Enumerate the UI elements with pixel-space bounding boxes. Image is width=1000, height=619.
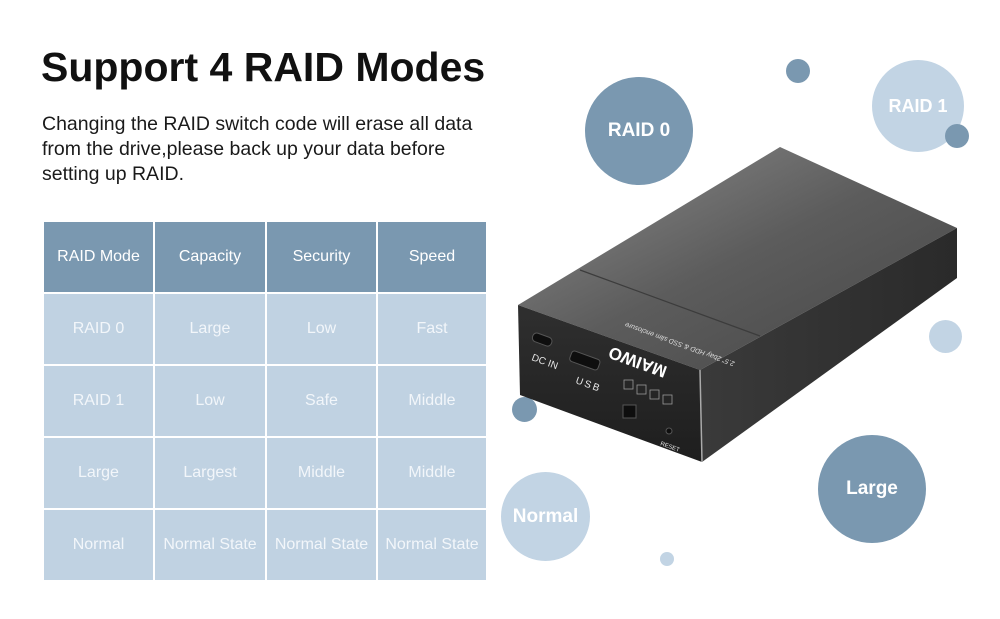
table-cell: Normal State [265, 508, 378, 582]
normal-bubble: Normal [501, 472, 590, 561]
dc-in-label: DC IN [530, 352, 559, 372]
usb-port [569, 350, 601, 371]
table-cell: Low [153, 364, 267, 438]
reset-button-hole [665, 427, 673, 435]
table-cell: Large [153, 292, 267, 366]
raid-mode-table: RAID Mode Capacity Security Speed RAID 0… [42, 220, 488, 582]
small-dot [660, 552, 674, 566]
table-cell: RAID 0 [42, 292, 155, 366]
small-dot [512, 397, 537, 422]
reset-label: RESET [659, 441, 680, 454]
normal-bubble-label: Normal [512, 505, 579, 527]
table-cell: Middle [265, 436, 378, 510]
raid-switch [622, 404, 637, 419]
table-cell: Normal State [376, 508, 488, 582]
small-dot [929, 320, 962, 353]
raid-0-bubble: RAID 0 [585, 77, 693, 185]
table-cell: Normal [42, 508, 155, 582]
table-cell: Middle [376, 364, 488, 438]
table-row: Normal Normal State Normal State Normal … [42, 508, 488, 582]
column-header-capacity: Capacity [153, 220, 267, 294]
table-cell: Large [42, 436, 155, 510]
dc-in-port [531, 332, 553, 347]
enclosure-front-face [518, 305, 702, 462]
table-cell: Fast [376, 292, 488, 366]
column-header-raid-mode: RAID Mode [42, 220, 155, 294]
top-label: 2.5" 2bay HDD & SSD slim enclosure [624, 320, 737, 367]
enclosure-side-face [700, 228, 957, 462]
table-cell: Largest [153, 436, 267, 510]
small-dot [786, 59, 810, 83]
raid-warning-text: Changing the RAID switch code will erase… [42, 113, 473, 185]
usb-label: USB [574, 375, 603, 394]
small-dot [945, 124, 969, 148]
table-cell: Low [265, 292, 378, 366]
table-header-row: RAID Mode Capacity Security Speed [42, 220, 488, 294]
table-cell: Middle [376, 436, 488, 510]
table-row: Large Largest Middle Middle [42, 436, 488, 510]
table-cell: RAID 1 [42, 364, 155, 438]
column-header-security: Security [265, 220, 378, 294]
large-bubble: Large [818, 435, 926, 543]
column-header-speed: Speed [376, 220, 488, 294]
table-cell: Normal State [153, 508, 267, 582]
raid-1-bubble: RAID 1 [872, 60, 964, 152]
page-title: Support 4 RAID Modes [41, 44, 486, 90]
raid-1-bubble-label: RAID 1 [888, 95, 948, 116]
table-cell: Safe [265, 364, 378, 438]
brand-logo: MAIWO [606, 343, 669, 382]
table-row: RAID 1 Low Safe Middle [42, 364, 488, 438]
raid-0-bubble-label: RAID 0 [607, 120, 671, 141]
enclosure-top-face [518, 147, 957, 370]
large-bubble-label: Large [846, 478, 898, 499]
table-row: RAID 0 Large Low Fast [42, 292, 488, 366]
